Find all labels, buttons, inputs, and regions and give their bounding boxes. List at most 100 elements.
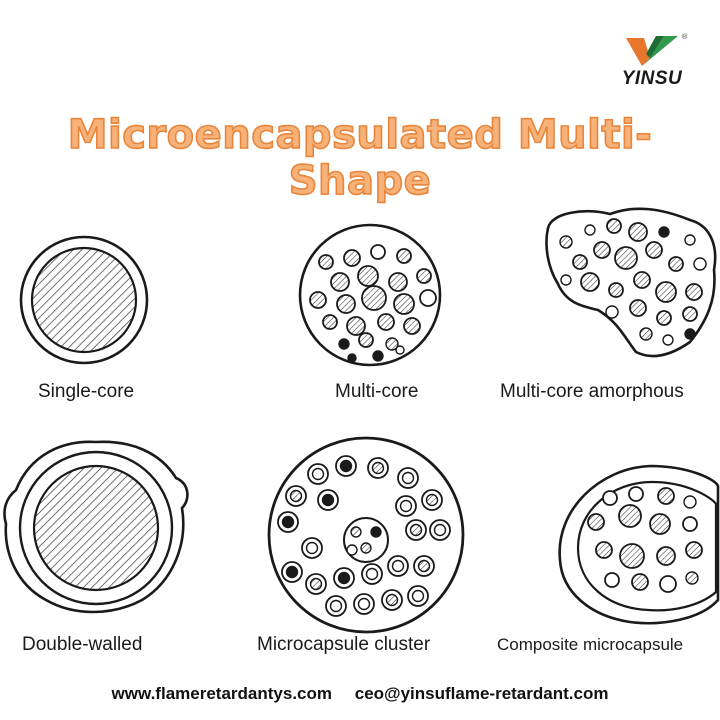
cluster-capsule-core [357, 597, 371, 611]
composite-particle [656, 546, 676, 566]
amorphous-particle [560, 274, 572, 286]
amorphous-particle [584, 224, 596, 236]
composite-particle [659, 575, 677, 593]
multi-core-particle [343, 249, 361, 267]
amorphous-particle [668, 256, 684, 272]
amorphous-particle [682, 306, 698, 322]
amorphous-particle [614, 246, 638, 270]
single-core-capsule [19, 235, 149, 365]
composite-particle [604, 572, 620, 588]
double-walled-capsule [3, 440, 189, 614]
cluster-capsule-core [289, 489, 303, 503]
cluster-capsule-core [329, 599, 343, 613]
cluster-capsule-core [411, 589, 425, 603]
cluster-capsule-core [311, 467, 325, 481]
composite-particle [683, 495, 697, 509]
composite-particle [649, 513, 671, 535]
cluster-center-particle [360, 542, 372, 554]
cluster-capsule-core [399, 499, 413, 513]
amorphous-particle [629, 299, 647, 317]
amorphous-particle [639, 327, 653, 341]
amorphous-particle [684, 328, 696, 340]
composite-particle [685, 571, 699, 585]
amorphous-particle [608, 282, 624, 298]
multi-core-particle [377, 313, 395, 331]
composite-particle [657, 487, 675, 505]
cluster-capsule-core [339, 459, 353, 473]
multi-core-particle [322, 314, 338, 330]
amorphous-particle [656, 310, 672, 326]
multi-core-particle [358, 332, 374, 348]
amorphous-particle [645, 241, 663, 259]
amorphous-particle [655, 281, 677, 303]
multi-core-particle [395, 345, 405, 355]
label-microcapsule-cluster: Microcapsule cluster [257, 634, 431, 655]
microcapsule-cluster [267, 436, 465, 634]
multi-core-amorphous-capsule [545, 207, 717, 358]
cluster-center-particle [346, 544, 358, 556]
composite-particle [618, 504, 642, 528]
multi-core-particle [346, 316, 366, 336]
cluster-capsule-core [409, 523, 423, 537]
cluster-capsule-core [309, 577, 323, 591]
cluster-capsule-core [401, 471, 415, 485]
composite-particle [682, 516, 698, 532]
cluster-capsule-core [365, 567, 379, 581]
label-multi-core: Multi-core [335, 381, 419, 402]
amorphous-particle [693, 257, 707, 271]
multi-core-particle [330, 272, 350, 292]
multi-core-particle [309, 291, 327, 309]
yinsu-logo: ® YINSU [612, 30, 702, 90]
multi-core-particle [385, 337, 399, 351]
multi-core-capsule [298, 223, 442, 367]
cluster-capsule-core [337, 571, 351, 585]
cluster-capsule-core [371, 461, 385, 475]
registered-mark: ® [682, 33, 688, 41]
amorphous-particle [580, 272, 600, 292]
amorphous-particle [593, 241, 611, 259]
cluster-center-particle [350, 526, 362, 538]
cluster-center-particle [370, 526, 382, 538]
amorphous-particle [685, 283, 703, 301]
label-composite-microcapsule: Composite microcapsule [497, 635, 684, 654]
cluster-capsule-core [417, 559, 431, 573]
multi-core-particle [388, 272, 408, 292]
composite-particle [595, 541, 613, 559]
diagram-title: Microencapsulated Multi-Shape [67, 111, 653, 205]
cluster-capsule-core [305, 541, 319, 555]
cluster-capsule-core [425, 493, 439, 507]
multi-core-particle [361, 285, 387, 311]
multi-core-particle [393, 293, 415, 315]
amorphous-particle [605, 305, 619, 319]
label-double-walled: Double-walled [22, 634, 143, 655]
multi-core-particle [338, 338, 350, 350]
website-link[interactable]: www.flameretardantys.com [111, 684, 332, 703]
multi-core-particle [419, 289, 437, 307]
amorphous-particle [606, 218, 622, 234]
multi-core-particle [318, 254, 334, 270]
multi-core-particle [370, 244, 386, 260]
multi-core-particle [347, 353, 357, 363]
composite-particle [685, 541, 703, 559]
amorphous-particle [633, 271, 651, 289]
multi-core-particle [403, 317, 421, 335]
amorphous-particle [658, 226, 670, 238]
email-link[interactable]: ceo@yinsuflame-retardant.com [354, 684, 609, 703]
composite-particle [587, 513, 605, 531]
composite-particle [619, 543, 645, 569]
cluster-capsule-core [285, 565, 299, 579]
yinsu-v-mark-icon: ® [626, 33, 688, 66]
cluster-capsule-core [385, 593, 399, 607]
label-single-core: Single-core [38, 381, 135, 402]
amorphous-particle [572, 254, 588, 270]
cluster-capsule-core [433, 523, 447, 537]
cluster-capsule-core [281, 515, 295, 529]
multi-core-particle [336, 294, 356, 314]
amorphous-particle [628, 222, 648, 242]
composite-microcapsule [558, 464, 720, 625]
amorphous-particle [684, 234, 696, 246]
composite-particle [631, 573, 649, 591]
composite-particle [602, 490, 618, 506]
multi-core-particle [396, 248, 412, 264]
